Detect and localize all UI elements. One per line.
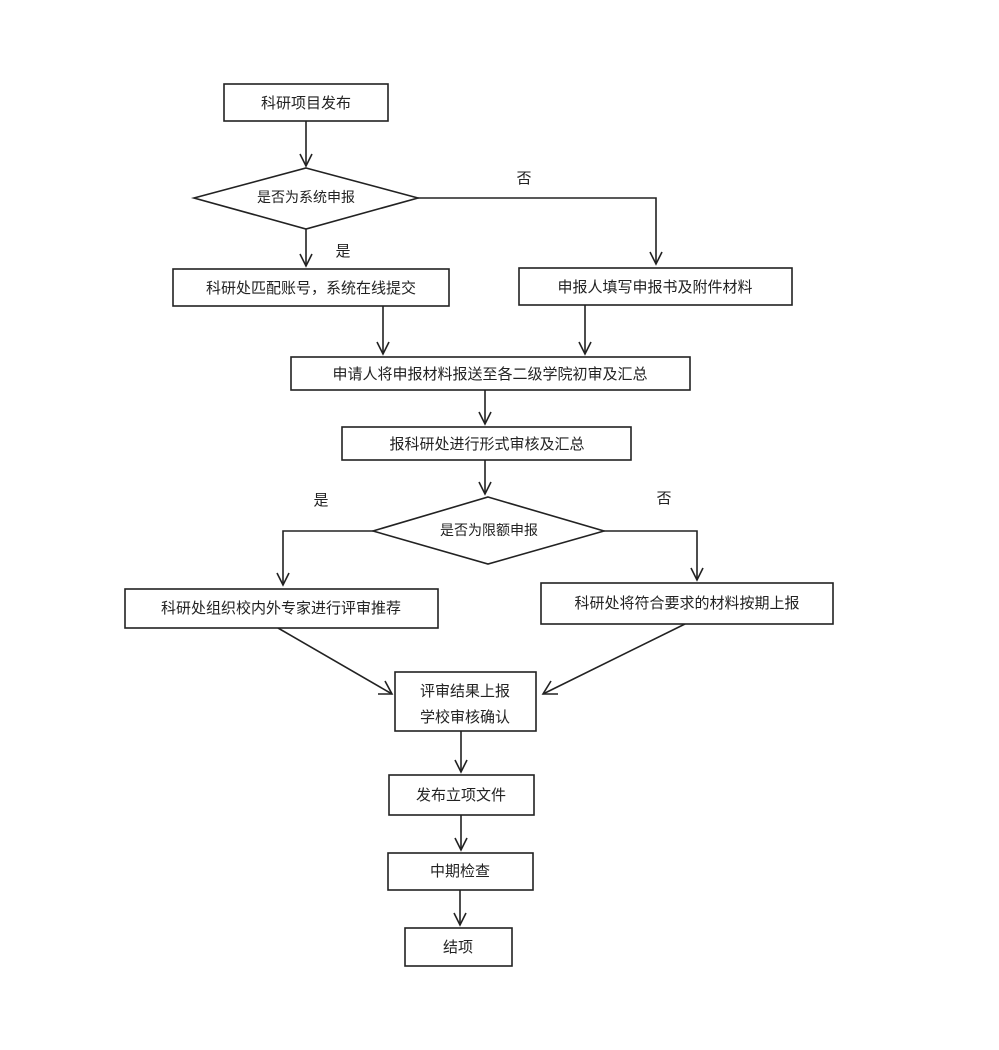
node-submit-college-label: 申请人将申报材料报送至各二级学院初审及汇总 <box>332 365 647 383</box>
node-formal-review-label: 报科研处进行形式审核及汇总 <box>389 435 584 453</box>
node-conclude: 结项 <box>404 927 513 967</box>
arrowhead <box>299 153 313 168</box>
arrowhead <box>690 567 704 582</box>
label-yes-1: 是 <box>335 242 350 260</box>
decision-is-system: 是否为系统申报 <box>190 167 422 230</box>
arrowheads <box>276 153 704 927</box>
node-expert-review-label: 科研处组织校内外专家进行评审推荐 <box>161 599 401 617</box>
node-publish: 科研项目发布 <box>223 83 389 122</box>
arrowhead <box>299 253 313 268</box>
edge-decision1-no <box>418 197 657 264</box>
arrowhead <box>453 912 467 927</box>
node-match-account: 科研处匹配账号，系统在线提交 <box>172 268 450 307</box>
node-expert-review: 科研处组织校内外专家进行评审推荐 <box>124 588 439 629</box>
arrowhead <box>454 837 468 852</box>
node-submit-on-time: 科研处将符合要求的材料按期上报 <box>540 582 834 625</box>
decision-is-system-label: 是否为系统申报 <box>257 190 355 206</box>
label-no-1: 否 <box>516 169 531 187</box>
decision-is-quota: 是否为限额申报 <box>370 496 607 565</box>
edges <box>277 121 698 925</box>
node-publish-file-label: 发布立项文件 <box>416 786 506 804</box>
node-result-line1: 评审结果上报 <box>420 682 510 700</box>
node-result-line2: 学校审核确认 <box>420 708 510 726</box>
node-midterm: 中期检查 <box>387 852 534 891</box>
arrowhead <box>378 680 394 695</box>
node-result-confirm: 评审结果上报 学校审核确认 <box>394 671 537 732</box>
arrowhead <box>454 759 468 774</box>
edge-ontime-to-result <box>542 623 686 695</box>
node-submit-college: 申请人将申报材料报送至各二级学院初审及汇总 <box>290 356 691 391</box>
label-no-2: 否 <box>656 489 671 507</box>
node-formal-review: 报科研处进行形式审核及汇总 <box>341 426 632 461</box>
arrowhead <box>478 481 492 496</box>
label-yes-2: 是 <box>313 491 328 509</box>
arrowhead <box>376 341 390 356</box>
arrowhead <box>276 572 290 587</box>
node-fill-form-label: 申报人填写申报书及附件材料 <box>557 278 752 296</box>
arrowhead <box>541 680 558 695</box>
node-publish-label: 科研项目发布 <box>261 94 351 112</box>
edge-expert-to-result <box>277 627 393 695</box>
node-conclude-label: 结项 <box>443 938 473 956</box>
arrowhead <box>578 341 592 356</box>
edge-decision2-yes <box>282 530 373 585</box>
node-match-account-label: 科研处匹配账号，系统在线提交 <box>206 279 416 297</box>
branch-labels: 是 否 是 否 <box>313 169 671 509</box>
node-submit-on-time-label: 科研处将符合要求的材料按期上报 <box>574 594 799 612</box>
node-publish-file: 发布立项文件 <box>388 774 535 816</box>
node-fill-form: 申报人填写申报书及附件材料 <box>518 267 793 306</box>
edge-decision2-no <box>604 530 698 580</box>
node-midterm-label: 中期检查 <box>430 862 490 880</box>
arrowhead <box>649 251 663 266</box>
decision-is-quota-label: 是否为限额申报 <box>440 523 538 539</box>
arrowhead <box>478 411 492 426</box>
